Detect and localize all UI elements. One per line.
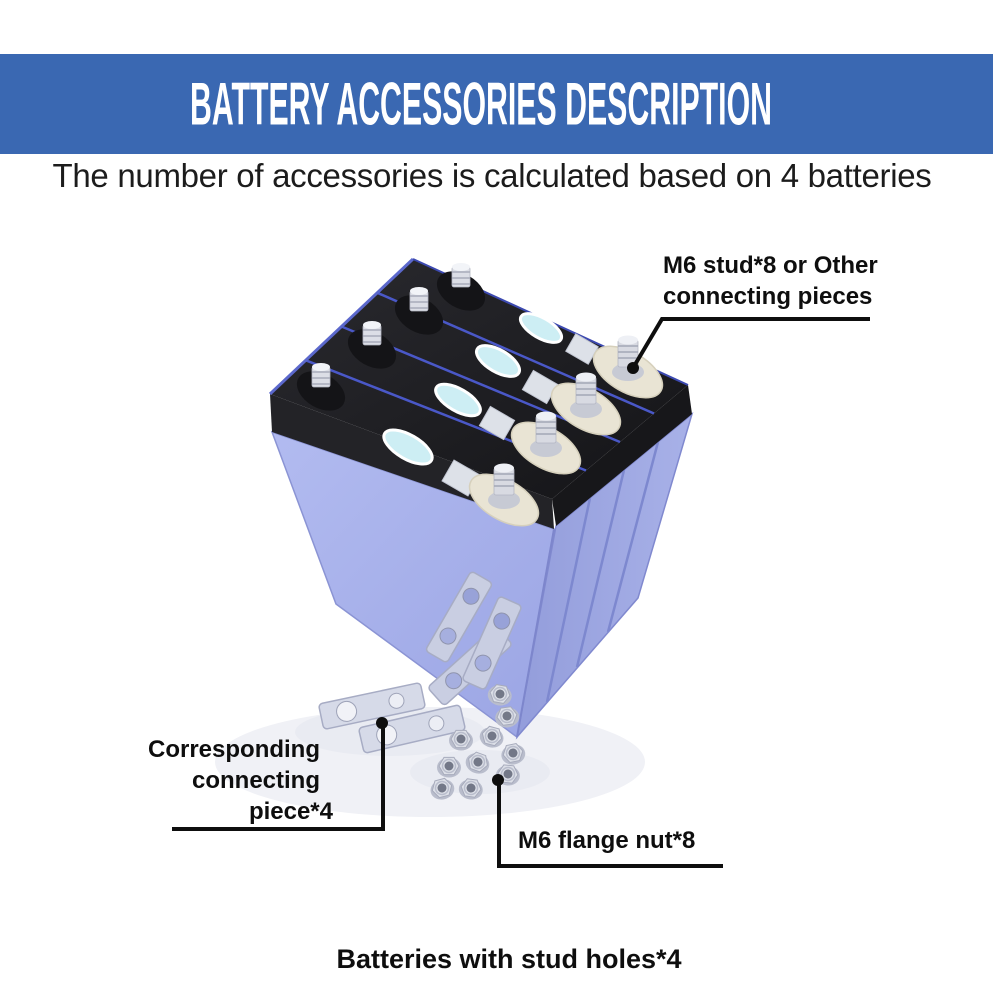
leader-connecting-piece (172, 724, 385, 831)
callout-m6-stud-line2: connecting pieces (663, 283, 873, 310)
battery-top-caps (270, 259, 688, 499)
subtitle-text: The number of accessories is calculated … (52, 157, 932, 194)
callout-connecting-piece-line2: connecting (191, 767, 320, 794)
cell-label-ovals (382, 312, 564, 466)
cell-vent-squares (441, 333, 599, 497)
callout-connecting-piece-line3: piece*4 (248, 798, 333, 825)
leader-lines (172, 317, 870, 868)
callout-m6-stud: M6 stud*8 or Other connecting pieces (663, 250, 878, 312)
bottom-caption: Batteries with stud holes*4 (336, 944, 682, 974)
callout-m6-stud-line1: M6 stud*8 or Other (663, 252, 878, 279)
leader-dots (376, 362, 639, 786)
page-title: BATTERY ACCESSORIES DESCRIPTION (190, 71, 772, 138)
leader-m6-stud (631, 317, 870, 370)
callout-connecting-piece: Corresponding connecting piece*4 (100, 734, 333, 827)
leader-flange-nut (497, 781, 723, 868)
callout-connecting-piece-line1: Corresponding (148, 736, 320, 763)
header-banner-canvas: BATTERY ACCESSORIES DESCRIPTION (190, 71, 772, 138)
callout-flange-nut: M6 flange nut*8 (518, 827, 696, 854)
header-banner: BATTERY ACCESSORIES DESCRIPTION (0, 54, 993, 154)
